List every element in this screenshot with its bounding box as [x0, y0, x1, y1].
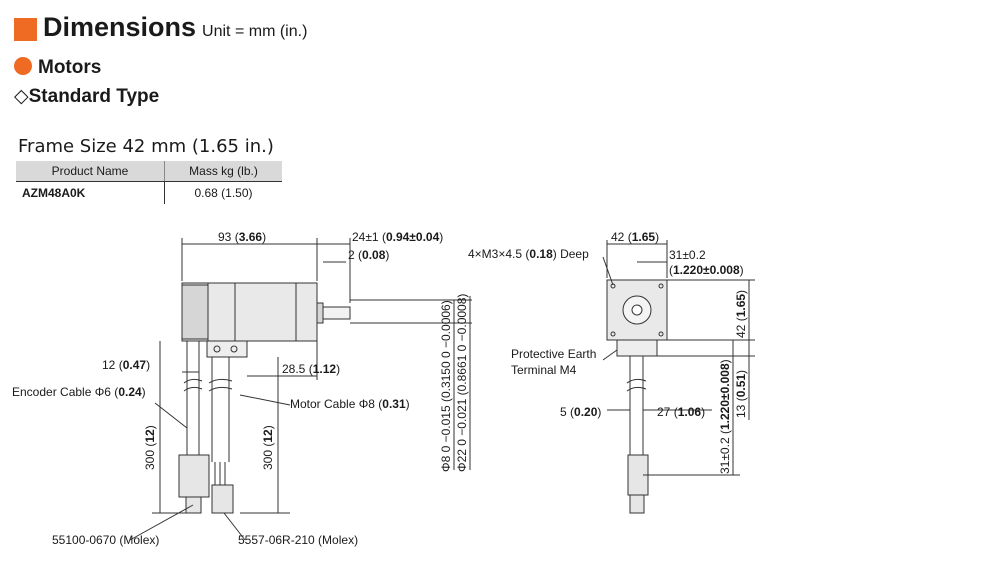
encoder-cover [181, 284, 209, 340]
table-header-product: Product Name [16, 161, 165, 182]
dim-5: 5 (0.20) [560, 405, 601, 419]
dim-42-height: 42 (1.65) [734, 290, 748, 338]
orange-dot-icon [14, 57, 32, 75]
side-view [129, 238, 472, 541]
table-header-mass: Mass kg (lb.) [164, 161, 282, 182]
mount-hole [658, 331, 664, 337]
dim-300-encoder: 300 (12) [143, 425, 157, 470]
connector-b-label: 5557-06R-210 (Molex) [238, 533, 358, 547]
dim-93: 93 (3.66) [218, 230, 266, 244]
dim-2: 2 (0.08) [348, 248, 389, 262]
unit-note: Unit = mm (in.) [202, 23, 308, 40]
section-heading: Motors [14, 57, 101, 79]
front-view [602, 240, 755, 514]
section-label: Motors [38, 57, 102, 78]
dim-13: 13 (0.51) [734, 370, 748, 418]
dim-12: 12 (0.47) [102, 358, 150, 372]
connector-a-label: 55100-0670 (Molex) [52, 533, 159, 547]
mount-hole [658, 283, 664, 289]
pe-terminal-line1: Protective Earth [511, 347, 596, 361]
page-title-text: Dimensions [43, 12, 197, 42]
pilot-diameter: Φ22 0 −0.021 (0.8661 0 −0.0008) [455, 294, 469, 472]
table-row: AZM48A0K 0.68 (1.50) [16, 181, 282, 204]
page-title: Dimensions Unit = mm (in.) [43, 12, 307, 43]
dim-28-5: 28.5 (1.12) [282, 362, 340, 376]
type-label: Standard Type [28, 86, 160, 107]
cable-bracket [206, 340, 248, 358]
mount-holes-label: 4×M3×4.5 (0.18) Deep [468, 247, 589, 261]
table-header-row: Product Name Mass kg (lb.) [16, 161, 282, 182]
diamond-icon: ◇ [14, 86, 29, 107]
dim-31: 31±0.2 [669, 248, 706, 262]
header-square-icon [14, 18, 37, 41]
spec-table: Product Name Mass kg (lb.) AZM48A0K 0.68… [16, 161, 282, 204]
frame-size-label: Frame Size 42 mm (1.65 in.) [18, 136, 274, 157]
motor-cable-label: Motor Cable Φ8 (0.31) [290, 397, 410, 411]
table-cell-mass: 0.68 (1.50) [194, 186, 253, 200]
dim-31-in: (1.220±0.008) [669, 263, 744, 277]
dim-42-width: 42 (1.65) [611, 230, 659, 244]
side-labels: 93 (3.66) 24±1 (0.94±0.04) 2 (0.08) 12 (… [12, 230, 469, 547]
dim-27: 27 (1.06) [657, 405, 705, 419]
shaft-diameter: Φ8 0 −0.015 (0.3150 0 −0.0006) [439, 300, 453, 472]
dim-24: 24±1 (0.94±0.04) [352, 230, 443, 244]
pe-terminal-line2: Terminal M4 [511, 363, 577, 377]
encoder-cable-label: Encoder Cable Φ6 (0.24) [12, 385, 146, 399]
dim-300-motor: 300 (12) [261, 425, 275, 470]
front-labels: 42 (1.65) 4×M3×4.5 (0.18) Deep 31±0.2 (1… [468, 230, 748, 474]
pilot [316, 302, 324, 324]
mount-hole [610, 331, 616, 337]
type-heading: ◇Standard Type [14, 85, 159, 108]
motor-connector [211, 484, 234, 514]
dim-31-vertical: 31±0.2 (1.220±0.008) [718, 359, 732, 474]
encoder-connector [178, 454, 210, 498]
table-cell-product: AZM48A0K [16, 181, 165, 204]
shaft [322, 306, 351, 320]
